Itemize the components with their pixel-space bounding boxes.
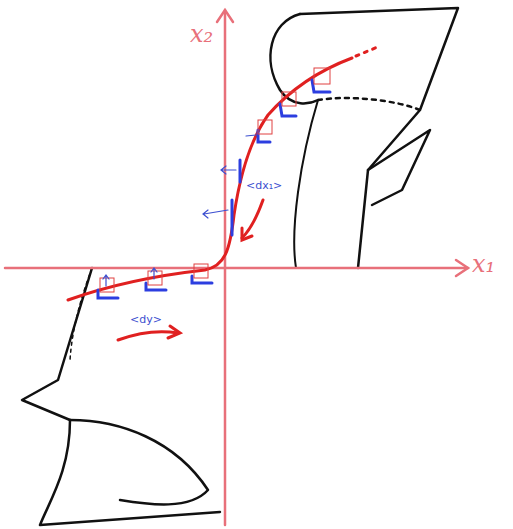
axis-label: x₁ bbox=[472, 252, 495, 276]
axis-label: x₂ bbox=[190, 22, 213, 46]
increment-label: <dx₁> bbox=[246, 180, 282, 191]
increment-label: <dy> bbox=[130, 314, 162, 325]
